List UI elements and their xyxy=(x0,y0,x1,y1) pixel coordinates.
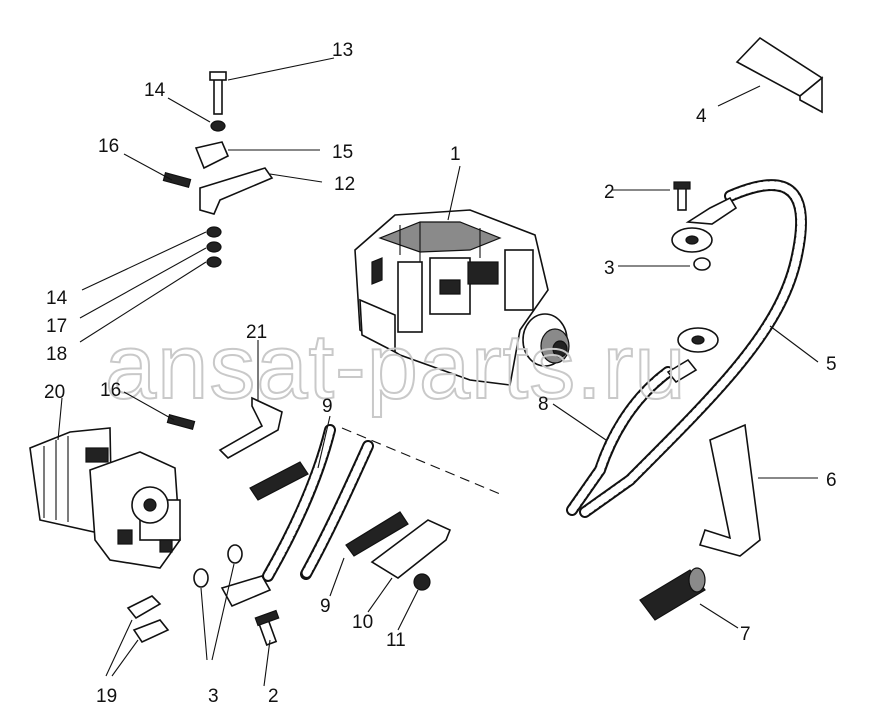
callout-19: 19 xyxy=(96,686,117,707)
part-5-hose xyxy=(579,179,808,518)
callout-18: 18 xyxy=(46,344,67,365)
part-21-bracket xyxy=(218,396,283,459)
callout-5: 5 xyxy=(826,354,837,375)
callout-16-upper: 16 xyxy=(98,136,119,157)
callout-21: 21 xyxy=(246,322,267,343)
callout-8: 8 xyxy=(538,394,549,415)
callout-7: 7 xyxy=(740,624,751,645)
callout-6: 6 xyxy=(826,470,837,491)
callout-13: 13 xyxy=(332,40,353,61)
part-11-nut xyxy=(413,573,431,591)
parts-2-3-fittings-lower xyxy=(193,544,280,646)
callout-12: 12 xyxy=(334,174,355,195)
callout-17: 17 xyxy=(46,316,67,337)
callout-2-upper: 2 xyxy=(604,182,615,203)
callout-11: 11 xyxy=(386,630,406,651)
callout-3-lower: 3 xyxy=(208,686,219,707)
callout-14-upper: 14 xyxy=(144,80,166,101)
callout-2-lower: 2 xyxy=(268,686,279,707)
callout-3-upper: 3 xyxy=(604,258,615,279)
part-9-hoses xyxy=(249,424,501,582)
leader-lines xyxy=(57,57,819,687)
callout-15: 15 xyxy=(332,142,353,163)
part-8-hose xyxy=(566,327,719,516)
watermark-text: ansat-parts.ru xyxy=(105,316,687,418)
part-20-motor xyxy=(29,427,181,569)
parts-12-18-bracket xyxy=(162,71,274,430)
callout-14-lower: 14 xyxy=(46,288,68,309)
callout-10: 10 xyxy=(352,612,373,633)
part-1-pump-block xyxy=(354,209,570,386)
callout-4: 4 xyxy=(696,106,707,127)
part-4-cover xyxy=(735,36,824,114)
part-10-bracket xyxy=(370,519,452,579)
callout-9-upper: 9 xyxy=(322,396,333,417)
callout-20: 20 xyxy=(44,382,65,403)
part-6-shield xyxy=(698,423,761,557)
part-7-sleeve xyxy=(639,567,706,621)
part-19-flanges xyxy=(126,595,170,644)
callout-1: 1 xyxy=(450,144,461,165)
callout-labels: 1 2 2 3 3 4 5 6 7 8 9 9 10 11 12 13 14 1… xyxy=(44,40,837,707)
callout-16-lower: 16 xyxy=(100,380,121,401)
callout-9-lower: 9 xyxy=(320,596,331,617)
parts-2-3-fittings-upper xyxy=(673,181,711,271)
